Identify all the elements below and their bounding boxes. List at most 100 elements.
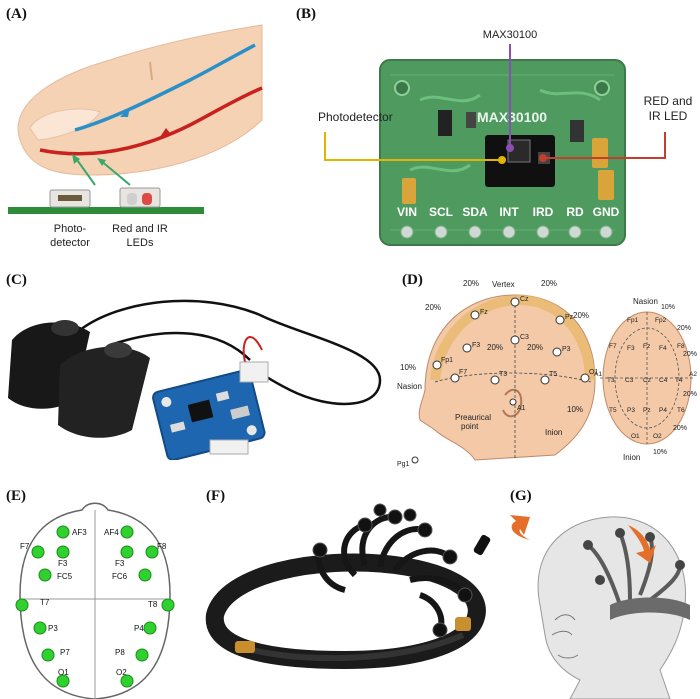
- pct-label: 20%: [487, 343, 503, 352]
- label-photodetector-line2: detector: [50, 237, 90, 249]
- electrode-label: C4: [659, 377, 668, 384]
- electrode-label: T5: [549, 371, 557, 378]
- pin-label: IRD: [533, 205, 554, 219]
- pct-label: 20%: [673, 425, 687, 432]
- artery-line: [39, 86, 263, 156]
- electrode-label: F7: [609, 343, 617, 350]
- pct-label: 20%: [677, 325, 691, 332]
- electrode-label-af3: AF3: [72, 528, 87, 537]
- pct-label: 20%: [463, 279, 479, 288]
- electrode-label-o1: O1: [58, 668, 69, 677]
- electrode-label: T3: [607, 377, 615, 384]
- panel-letter-f: (F): [206, 488, 226, 504]
- top-view-head: [600, 311, 694, 445]
- panel-d-10-20-system: Vertex Nasion Inion Preaurical point 20%…: [397, 279, 697, 468]
- electrode-label: Cz: [643, 377, 651, 384]
- electrode-label: A1: [517, 405, 526, 412]
- electrode-label: P3: [627, 407, 635, 414]
- pct-label: 20%: [425, 303, 441, 312]
- electrode-label-t7: T7: [40, 598, 50, 607]
- pct-label: 20%: [541, 279, 557, 288]
- sensor-wire: [79, 299, 382, 406]
- callout-max30100: MAX30100: [483, 29, 537, 41]
- callout-line-photodetector: [324, 132, 500, 161]
- finger-strap-right: [58, 346, 150, 438]
- pct10-label: 10%: [653, 449, 667, 456]
- electrode-label-af4: AF4: [104, 528, 119, 537]
- artery-arrow: [160, 128, 170, 137]
- vein-arrow: [120, 107, 130, 117]
- panel-e-emotiv-electrode-map: AF3 AF4 F7 F8 F3 F3 FC5 FC6 T7 T8 P3 P4 …: [15, 502, 175, 699]
- finger-crease: [149, 61, 153, 81]
- electrode-label: Pz: [643, 407, 651, 414]
- electrode-label-p7: P7: [60, 648, 70, 657]
- panel-letter-b: (B): [296, 6, 316, 22]
- electrode-label: C3: [520, 334, 529, 341]
- electrode-label: Fz: [480, 309, 488, 316]
- electrode-label: Fp1: [441, 357, 453, 364]
- electrode-label: T5: [609, 407, 617, 414]
- pct-label: 20%: [683, 391, 697, 398]
- callout-line-leds: [545, 132, 666, 159]
- vein-line: [74, 43, 256, 132]
- electrode-label: F4: [659, 345, 667, 352]
- electrode-label-p8: P8: [115, 648, 125, 657]
- pin-label: SDA: [462, 205, 488, 219]
- label-leds-line2: LEDs: [127, 237, 154, 249]
- electrode-label: Cz: [520, 296, 529, 303]
- electrode-label-p4: P4: [134, 624, 144, 633]
- electrode-label: C3: [625, 377, 634, 384]
- label-leds-b-line2: IR LED: [649, 109, 688, 123]
- electrode-label-p3: P3: [48, 624, 58, 633]
- light-arrow-left: [74, 156, 96, 186]
- label-vertex: Vertex: [492, 280, 515, 289]
- rotate-arrow-right: [628, 525, 656, 563]
- silk-max30100: MAX30100: [477, 109, 547, 125]
- label-preaurical-1: Preaurical: [455, 413, 491, 422]
- pct-label: 20%: [527, 343, 543, 352]
- electrode-label-f3: F3: [58, 559, 68, 568]
- electrode-label: O2: [653, 433, 662, 440]
- pct10-label: 10%: [567, 405, 583, 414]
- electrode-label: T6: [677, 407, 685, 414]
- electrode-label: P4: [659, 407, 667, 414]
- electrode-label-t8: T8: [148, 600, 158, 609]
- led-component: [119, 187, 161, 208]
- electrode-label: O1: [631, 433, 640, 440]
- panel-letter-g: (G): [510, 488, 532, 504]
- pct-label: 20%: [683, 351, 697, 358]
- label-leds-b-line1: RED and: [644, 94, 693, 108]
- connector-bottom: [209, 439, 249, 455]
- electrode-label: Fz: [643, 343, 650, 350]
- pin-row: VIN SCL SDA INT IRD RD GND: [397, 205, 620, 239]
- panel-g-headset-on-head: [510, 515, 690, 699]
- rotate-arrow-left: [510, 515, 530, 540]
- pin-label: INT: [499, 205, 519, 219]
- panel-letter-e: (E): [6, 488, 26, 504]
- electrode-label: Fp1: [627, 317, 639, 324]
- side-view-head: [418, 294, 596, 461]
- electrode-label: O1: [589, 369, 598, 376]
- label-nasion-top: Nasion: [633, 297, 658, 306]
- pin-label: GND: [593, 205, 620, 219]
- panel-letter-c: (C): [6, 272, 27, 288]
- pct10-label: 10%: [661, 304, 675, 311]
- connector-top: [239, 361, 269, 383]
- electrode-label-f8: F8: [157, 542, 167, 551]
- electrode-label: A1: [594, 371, 602, 378]
- electrode-label: F3: [472, 342, 480, 349]
- finger-shape: [17, 24, 263, 176]
- electrode-label-fc5: FC5: [57, 572, 73, 581]
- electrode-label: T3: [499, 371, 507, 378]
- label-photodetector-line1: Photo-: [54, 223, 87, 235]
- panel-b-max30100-board: MAX30100 MAX30100 Photodetector RED and …: [318, 29, 693, 246]
- light-arrow-right: [99, 159, 131, 186]
- pin-label: VIN: [397, 205, 417, 219]
- electrode-label-o2: O2: [116, 668, 127, 677]
- label-inion-side: Inion: [545, 428, 562, 437]
- electrode-label: A2: [689, 371, 697, 378]
- panel-c-gsr-sensor: [8, 299, 382, 460]
- electrode-label-fc6: FC6: [112, 572, 128, 581]
- label-preaurical-2: point: [461, 422, 479, 431]
- electrode-label-f3: F3: [115, 559, 125, 568]
